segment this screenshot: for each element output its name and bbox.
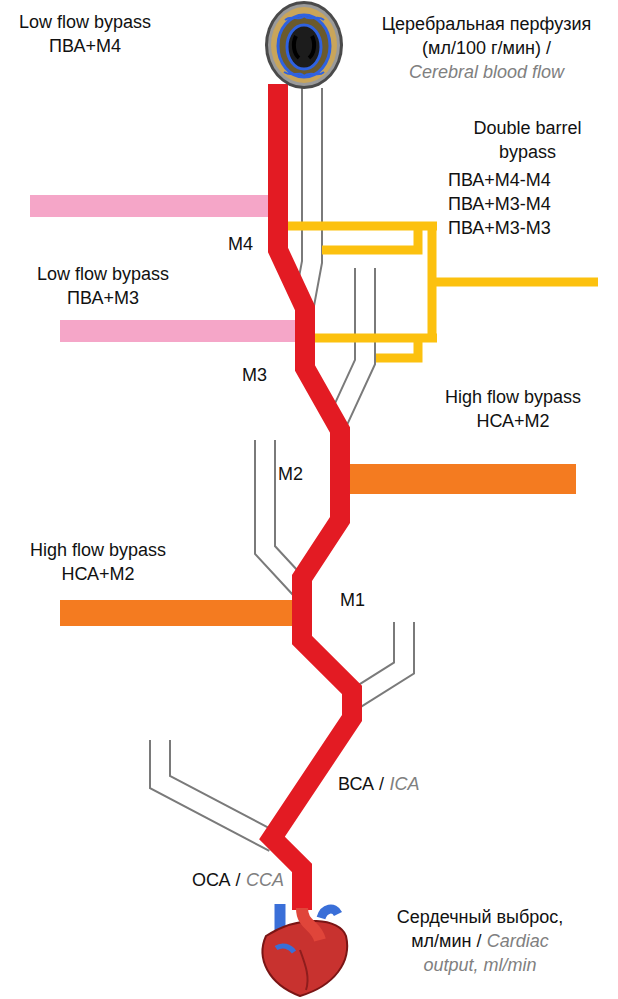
bypass-variant: ПВА+М3-М3 — [448, 218, 551, 238]
label-group: Low flow bypass ПВА+М3 — [26, 262, 180, 310]
bypass-label: Low flow bypass ПВА+М3 — [37, 264, 169, 308]
label-group: High flow bypass НСА+М2 — [18, 538, 178, 586]
artery-label: ОСА / — [192, 870, 241, 890]
artery-label: ВСА / — [338, 774, 384, 794]
segment-label: M1 — [340, 590, 365, 610]
label-group: ПВА+М3-М4 — [448, 192, 551, 216]
label-group: Сердечный выброс, мл/мин /Cardiac output… — [385, 905, 575, 977]
segment-label: M2 — [278, 464, 303, 484]
bypass-label: Low flow bypass ПВА+М4 — [19, 12, 151, 56]
m4-branch — [304, 86, 312, 305]
measure-label: Cerebral blood flow — [365, 60, 608, 84]
artery-label: CCA — [246, 870, 284, 890]
bypass-label: Double barrel bypass — [473, 118, 581, 162]
eca-branch — [160, 738, 274, 842]
brain-perfusion-image — [265, 1, 343, 89]
label-group: ПВА+М3-М3 — [448, 216, 551, 240]
high-flow-bar — [350, 464, 576, 494]
m2-branch — [265, 438, 302, 590]
label-group: M2 — [278, 462, 303, 486]
label-group: High flow bypass НСА+М2 — [428, 385, 598, 433]
label-group: ОСА /CCA — [192, 868, 284, 892]
low-flow-bar — [60, 320, 297, 342]
bypass-variant: ПВА+М3-М4 — [448, 194, 551, 214]
double-barrel-graft — [288, 222, 598, 363]
heart-illustration — [263, 904, 348, 996]
segment-label: M4 — [228, 234, 253, 254]
label-group: Double barrel bypass — [455, 116, 600, 164]
bypass-label: High flow bypass НСА+М2 — [30, 540, 166, 584]
label-group: Low flow bypass ПВА+М4 — [8, 10, 162, 58]
label-group: ПВА+М4-М4 — [448, 168, 551, 192]
artery-label: ICA — [389, 774, 419, 794]
bypass-label: High flow bypass НСА+М2 — [445, 387, 581, 431]
bypass-variant: ПВА+М4-М4 — [448, 170, 551, 190]
label-group: M4 — [228, 232, 253, 256]
measure-label: Церебральная перфузия (мл/100 г/мин) / — [365, 12, 608, 60]
label-group: Церебральная перфузия (мл/100 г/мин) /Ce… — [365, 12, 608, 84]
low-flow-bar — [30, 195, 270, 217]
high-flow-bar — [60, 600, 294, 626]
label-group: ВСА /ICA — [338, 772, 419, 796]
m3-branch — [336, 266, 365, 425]
label-group: M1 — [340, 588, 365, 612]
segment-label: M3 — [242, 365, 267, 385]
label-group: M3 — [242, 363, 267, 387]
